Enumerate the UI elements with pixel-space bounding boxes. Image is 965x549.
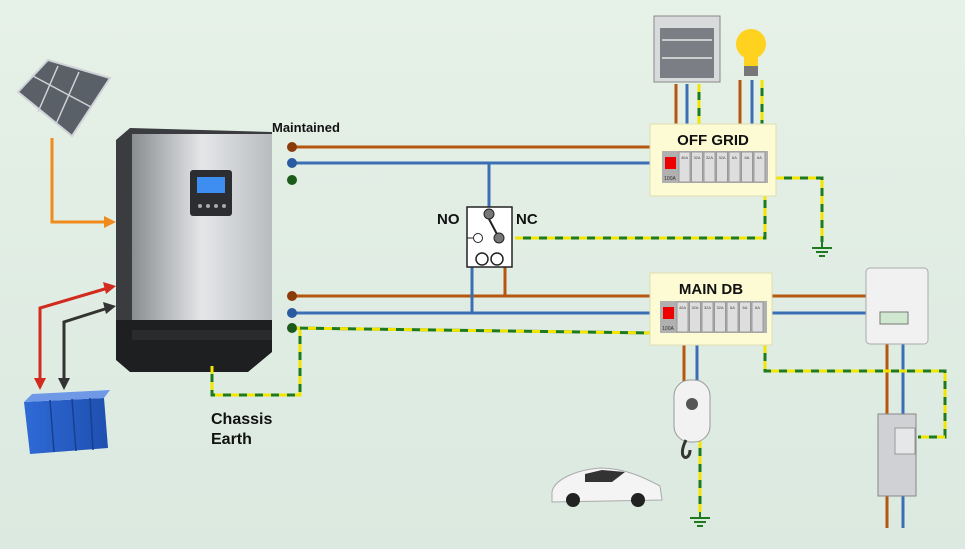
circuit-breaker <box>751 301 764 333</box>
maintained-label: Maintained <box>272 120 340 135</box>
dishwasher-icon <box>653 15 721 83</box>
switch-earth-cable <box>515 176 824 242</box>
off-grid-label: OFF GRID <box>677 132 749 149</box>
terminal-earth <box>287 323 297 333</box>
terminal-live <box>287 142 297 152</box>
ev-charger-icon <box>673 379 711 459</box>
circuit-breaker <box>701 301 714 333</box>
arrow-icon <box>34 378 46 390</box>
circuit-breaker <box>676 301 689 333</box>
breaker-rating: 6A <box>755 305 760 310</box>
solar-panel-icon <box>16 58 112 138</box>
terminal-neutral <box>287 308 297 318</box>
arrow-icon <box>103 282 116 294</box>
breaker-rating: 6A <box>743 305 748 310</box>
circuit-breaker <box>689 301 701 333</box>
circuit-breaker <box>741 151 753 183</box>
battery-icon <box>24 390 110 454</box>
breaker-rating: 32A <box>704 305 711 310</box>
breaker-rating: 32A <box>718 155 725 160</box>
ground-icon <box>689 511 711 527</box>
electric-car-icon <box>551 467 663 507</box>
circuit-breaker <box>716 151 728 183</box>
breaker-rating: 32A <box>693 155 700 160</box>
terminal-neutral <box>287 158 297 168</box>
chassis-label: Chassis <box>211 411 272 428</box>
earth-label: Earth <box>211 431 252 448</box>
light-bulb-icon <box>736 29 766 76</box>
terminal-live <box>287 291 297 301</box>
meter-earth-cable <box>763 345 947 439</box>
breaker-rating: 32A <box>716 305 723 310</box>
electricity-meter-icon <box>865 267 929 345</box>
battery-negative-cable <box>62 306 109 380</box>
inverter-icon <box>116 128 272 372</box>
changeover-relay[interactable] <box>466 206 513 268</box>
svg-text:100A: 100A <box>664 176 676 182</box>
circuit-breaker <box>753 151 766 183</box>
main-earth-cable <box>291 326 653 335</box>
ground-icon <box>811 241 833 257</box>
circuit-breaker <box>691 151 703 183</box>
circuit-breaker <box>703 151 716 183</box>
breaker-rating: 6A <box>745 155 750 160</box>
main-db-label: MAIN DB <box>679 281 743 298</box>
breaker-rating: 6A <box>732 155 737 160</box>
breaker-rating: 32A <box>706 155 713 160</box>
no-label: NO <box>437 211 460 228</box>
breaker-rating: 6A <box>730 305 735 310</box>
breaker-rating: 40A <box>679 305 686 310</box>
arrow-icon <box>104 216 116 228</box>
circuit-breaker <box>678 151 691 183</box>
isolator-switch-icon <box>877 413 917 497</box>
terminal-earth <box>287 175 297 185</box>
circuit-breaker <box>739 301 751 333</box>
breaker-rating: 40A <box>681 155 688 160</box>
arrow-icon <box>58 378 70 390</box>
arrow-icon <box>103 302 116 314</box>
circuit-breaker <box>728 151 741 183</box>
breaker-rating: 32A <box>691 305 698 310</box>
solar-cable <box>50 138 108 224</box>
battery-positive-cable <box>38 286 109 380</box>
nc-label: NC <box>516 211 538 228</box>
circuit-breaker <box>726 301 739 333</box>
svg-text:100A: 100A <box>662 326 674 332</box>
breaker-rating: 6A <box>757 155 762 160</box>
circuit-breaker <box>714 301 726 333</box>
